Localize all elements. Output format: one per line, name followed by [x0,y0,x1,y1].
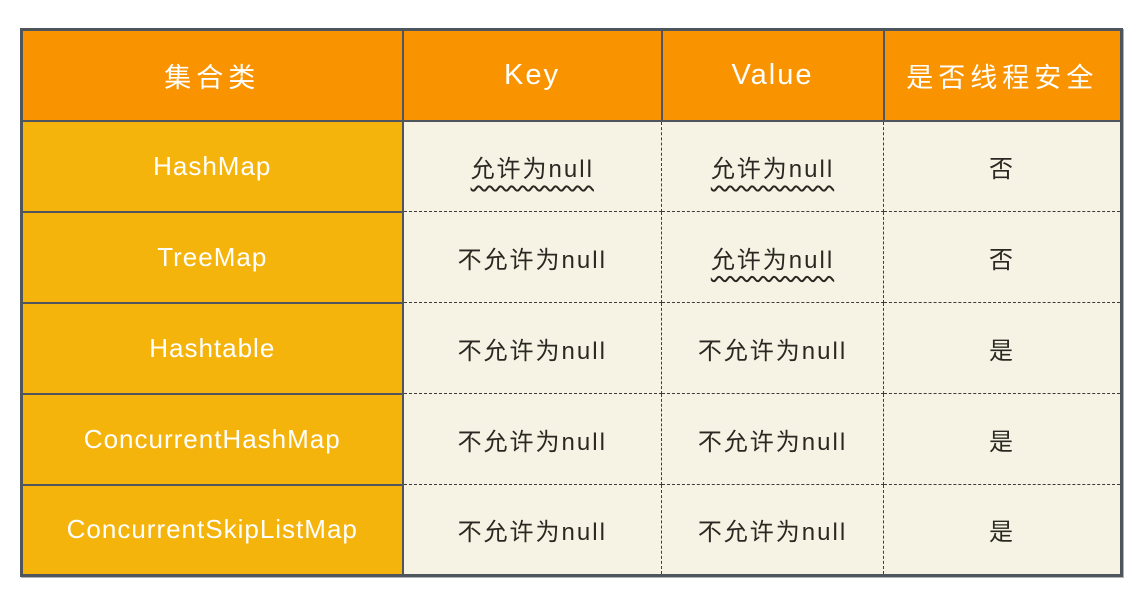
key-null-rule: 不允许为null [457,519,607,546]
value-cell: 不允许为null [661,484,884,576]
key-cell: 不允许为null [402,302,662,394]
col-header-collection-class: 集合类 [20,28,404,122]
table-row: ConcurrentHashMap 不允许为null 不允许为null 是 [20,392,1122,486]
thread-safe-cell: 否 [883,120,1122,212]
key-null-rule: 不允许为null [457,428,607,456]
key-null-rule: 允许为null [470,155,594,183]
value-cell: 不允许为null [661,302,884,394]
table-body: HashMap 允许为null 允许为null 否 TreeMap 不允许为nu… [20,119,1122,577]
col-header-thread-safe: 是否线程安全 [882,28,1123,122]
header-row: 集合类 Key Value 是否线程安全 [20,28,1123,122]
collection-class-label: ConcurrentSkipListMap [66,514,358,545]
thread-safe-cell: 否 [883,211,1122,303]
collection-class-label: ConcurrentHashMap [83,423,341,454]
collection-class-cell: HashMap [20,119,404,213]
collection-class-cell: TreeMap [20,210,404,304]
collection-class-label: TreeMap [157,241,268,272]
key-cell: 不允许为null [402,393,662,485]
collection-class-cell: ConcurrentSkipListMap [20,483,404,577]
table-row: ConcurrentSkipListMap 不允许为null 不允许为null … [20,483,1122,577]
table-row: TreeMap 不允许为null 允许为null 否 [20,210,1122,304]
value-cell: 不允许为null [661,393,884,485]
value-cell: 允许为null [661,120,884,212]
table-row: HashMap 允许为null 允许为null 否 [20,119,1122,213]
map-comparison-table: 集合类 Key Value 是否线程安全 HashMap 允许为null 允许为… [20,28,1123,577]
collection-class-label: HashMap [153,150,272,181]
value-null-rule: 允许为null [710,155,835,183]
thread-safe-answer: 是 [989,337,1015,365]
key-cell: 允许为null [402,120,662,212]
collection-class-cell: Hashtable [20,301,404,395]
key-cell: 不允许为null [402,211,662,303]
key-null-rule: 不允许为null [457,337,607,365]
value-cell: 允许为null [661,211,884,303]
col-header-value: Value [660,28,885,122]
key-cell: 不允许为null [402,484,662,576]
thread-safe-cell: 是 [883,393,1122,485]
value-null-rule: 不允许为null [697,428,848,456]
table-row: Hashtable 不允许为null 不允许为null 是 [20,301,1122,395]
thread-safe-cell: 是 [883,484,1122,576]
thread-safe-answer: 是 [989,519,1015,546]
thread-safe-answer: 是 [989,428,1015,456]
col-header-key: Key [401,28,663,122]
collection-class-label: Hashtable [149,332,276,363]
key-null-rule: 不允许为null [457,246,607,274]
thread-safe-answer: 否 [989,155,1015,183]
thread-safe-cell: 是 [883,302,1122,394]
thread-safe-answer: 否 [989,246,1015,274]
value-null-rule: 不允许为null [697,337,848,365]
value-null-rule: 允许为null [710,246,835,274]
value-null-rule: 不允许为null [697,519,848,546]
collection-class-cell: ConcurrentHashMap [20,392,404,486]
